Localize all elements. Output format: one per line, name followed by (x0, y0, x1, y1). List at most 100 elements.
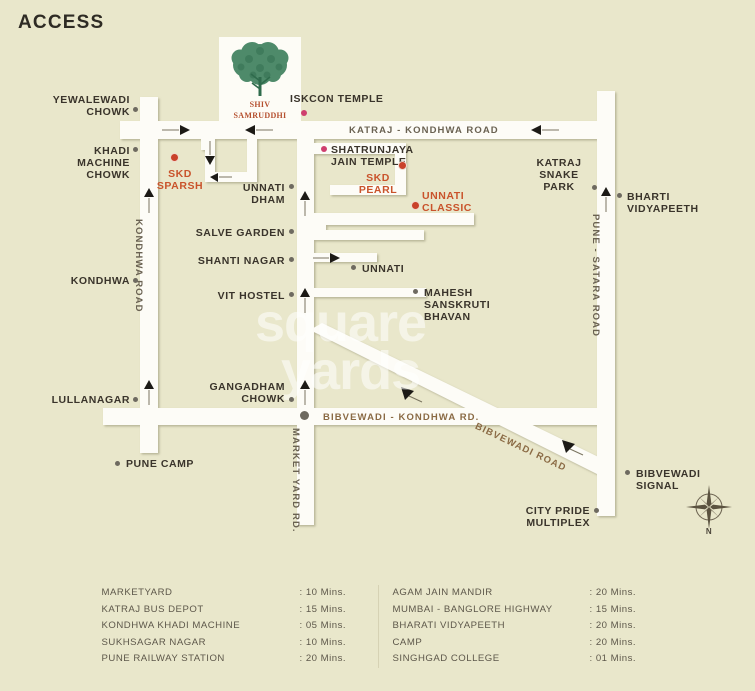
table-row: AGAM JAIN MANDIR : 20 Mins. (393, 585, 654, 602)
road-bibvewadi-road (310, 323, 615, 483)
road-unnati-classic-step (314, 213, 326, 233)
place-label-vit-hostel: VIT HOSTEL (217, 290, 285, 302)
arrow-south-1 (205, 156, 215, 165)
project-label-skd-sparsh: SKD SPARSH (156, 168, 204, 192)
place-label-khadi-machine-chowk: KHADI MACHINE CHOWK (77, 145, 130, 181)
junction-marker-bibvewadi-kondhwa (300, 411, 309, 420)
table-row: MUMBAI - BANGLORE HIGHWAY : 15 Mins. (393, 602, 654, 619)
arrow-diag-1 (401, 387, 414, 400)
road-snake-park-stub (560, 121, 615, 139)
road-label-market-yard-road: MARKET YARD RD. (290, 428, 301, 533)
place-label-kondhwa: KONDHWA (70, 275, 130, 287)
distance-time: : 20 Mins. (589, 587, 637, 598)
distance-time: : 10 Mins. (299, 587, 347, 598)
distance-column-left: MARKETYARD : 10 Mins. KATRAJ BUS DEPOT :… (88, 585, 378, 668)
distance-place: BHARATI VIDYAPEETH (392, 620, 506, 631)
table-row: SUKHSAGAR NAGAR : 10 Mins. (102, 635, 364, 652)
distance-place: AGAM JAIN MANDIR (392, 587, 493, 598)
table-row: CAMP : 20 Mins. (393, 635, 654, 652)
tree-icon (231, 42, 289, 96)
marker-shanti-nagar (289, 257, 294, 262)
distance-place: KONDHWA KHADI MACHINE (101, 620, 241, 631)
project-label-unnati-classic: UNNATI CLASSIC (422, 190, 472, 214)
arrow-east-1 (180, 125, 190, 135)
marker-katraj-snake-park (592, 185, 597, 190)
marker-lullanagar (133, 397, 138, 402)
marker-khadi-machine-chowk (133, 147, 138, 152)
place-label-mahesh-sanskruti-bhavan: MAHESH SANSKRUTI BHAVAN (424, 287, 491, 323)
place-label-unnati: UNNATI (362, 263, 405, 275)
compass-north-label: N (705, 527, 713, 536)
road-comb-1 (314, 230, 424, 240)
place-label-bibvewadi-signal: BIBVEWADI SIGNAL (636, 468, 701, 492)
distance-time: : 20 Mins. (589, 620, 637, 631)
table-row: KONDHWA KHADI MACHINE : 05 Mins. (102, 618, 364, 635)
marker-gangadham-chowk (289, 397, 294, 402)
marker-bibvewadi-signal (625, 470, 630, 475)
distance-column-right: AGAM JAIN MANDIR : 20 Mins. MUMBAI - BAN… (377, 585, 668, 668)
table-row: SINGHGAD COLLEGE : 01 Mins. (393, 651, 654, 668)
distance-time: : 15 Mins. (589, 603, 637, 615)
shiv-samruddhi-logo: SHIV SAMRUDDHI (219, 37, 301, 123)
road-label-katraj-kondhwa-road: KATRAJ - KONDHWA ROAD (349, 125, 499, 136)
marker-unnati-dham (289, 184, 294, 189)
place-label-yewalewadi-chowk: YEWALEWADI CHOWK (52, 94, 130, 118)
marker-unnati-classic (411, 201, 420, 210)
distance-time: : 20 Mins. (299, 653, 347, 664)
marker-iskcon-temple (301, 110, 307, 116)
arrow-diag-2 (562, 440, 575, 453)
distance-place: SINGHGAD COLLEGE (392, 653, 500, 664)
distance-time: : 01 Mins. (589, 653, 637, 664)
place-label-lullanagar: LULLANAGAR (51, 394, 130, 406)
distance-time: : 05 Mins. (299, 620, 347, 631)
place-label-gangadham-chowk: GANGADHAM CHOWK (209, 381, 285, 405)
road-katraj-kondhwa-road (120, 121, 615, 139)
marker-vit-hostel (289, 292, 294, 297)
table-row: KATRAJ BUS DEPOT : 15 Mins. (102, 602, 364, 619)
marker-pune-camp (115, 461, 120, 466)
arrow-north-2 (144, 380, 154, 389)
road-jain-temple-branch (314, 143, 406, 154)
place-label-unnati-dham: UNNATI DHAM (242, 182, 285, 206)
road-comb-3 (314, 288, 426, 297)
marker-skd-pearl (398, 161, 407, 170)
arrow-north-4 (300, 288, 310, 297)
table-row: PUNE RAILWAY STATION : 20 Mins. (102, 651, 364, 668)
place-label-bharti-vidyapeeth: BHARTI VIDYAPEETH (627, 191, 699, 215)
arrow-west-1 (245, 125, 255, 135)
road-label-kondhwa-road: KONDHWA ROAD (133, 219, 144, 313)
distance-time: : 10 Mins. (299, 636, 347, 648)
road-right-connector (297, 139, 314, 153)
arrow-north-5 (300, 380, 310, 389)
arrow-north-6 (601, 187, 611, 196)
arrow-west-3 (210, 173, 218, 182)
road-comb-2 (314, 253, 377, 262)
distance-time: : 15 Mins. (299, 603, 347, 615)
distance-time: : 20 Mins. (589, 636, 637, 648)
marker-mahesh-sanskruti-bhavan (413, 289, 418, 294)
marker-unnati (351, 265, 356, 270)
place-label-salve-garden: SALVE GARDEN (195, 227, 285, 239)
road-middle-spine (297, 139, 314, 239)
marker-yewalewadi-chowk (133, 107, 138, 112)
arrow-east-2 (330, 253, 340, 263)
road-kondhwa-road (140, 97, 158, 427)
project-label-skd-pearl: SKD PEARL (358, 172, 398, 196)
table-row: MARKETYARD : 10 Mins. (102, 585, 364, 602)
place-label-shatrunjaya-jain-temple: SHATRUNJAYA JAIN TEMPLE (331, 144, 414, 168)
compass-rose-icon (686, 485, 732, 529)
arrow-west-2 (531, 125, 541, 135)
table-row: BHARATI VIDYAPEETH : 20 Mins. (393, 618, 654, 635)
page-title: ACCESS (18, 12, 105, 33)
marker-bharti-vidyapeeth (617, 193, 622, 198)
arrow-north-3 (300, 191, 310, 200)
road-pune-camp-stub (140, 408, 158, 453)
road-market-yard-road (297, 230, 314, 525)
distance-place: PUNE RAILWAY STATION (101, 653, 225, 664)
distance-place: KATRAJ BUS DEPOT (101, 603, 204, 615)
road-yewalewadi-stub (140, 97, 158, 127)
logo-name-line1: SHIV (249, 100, 271, 109)
road-label-pune-satara-road: PUNE - SATARA ROAD (590, 214, 601, 338)
distance-place: SUKHSAGAR NAGAR (101, 636, 207, 648)
